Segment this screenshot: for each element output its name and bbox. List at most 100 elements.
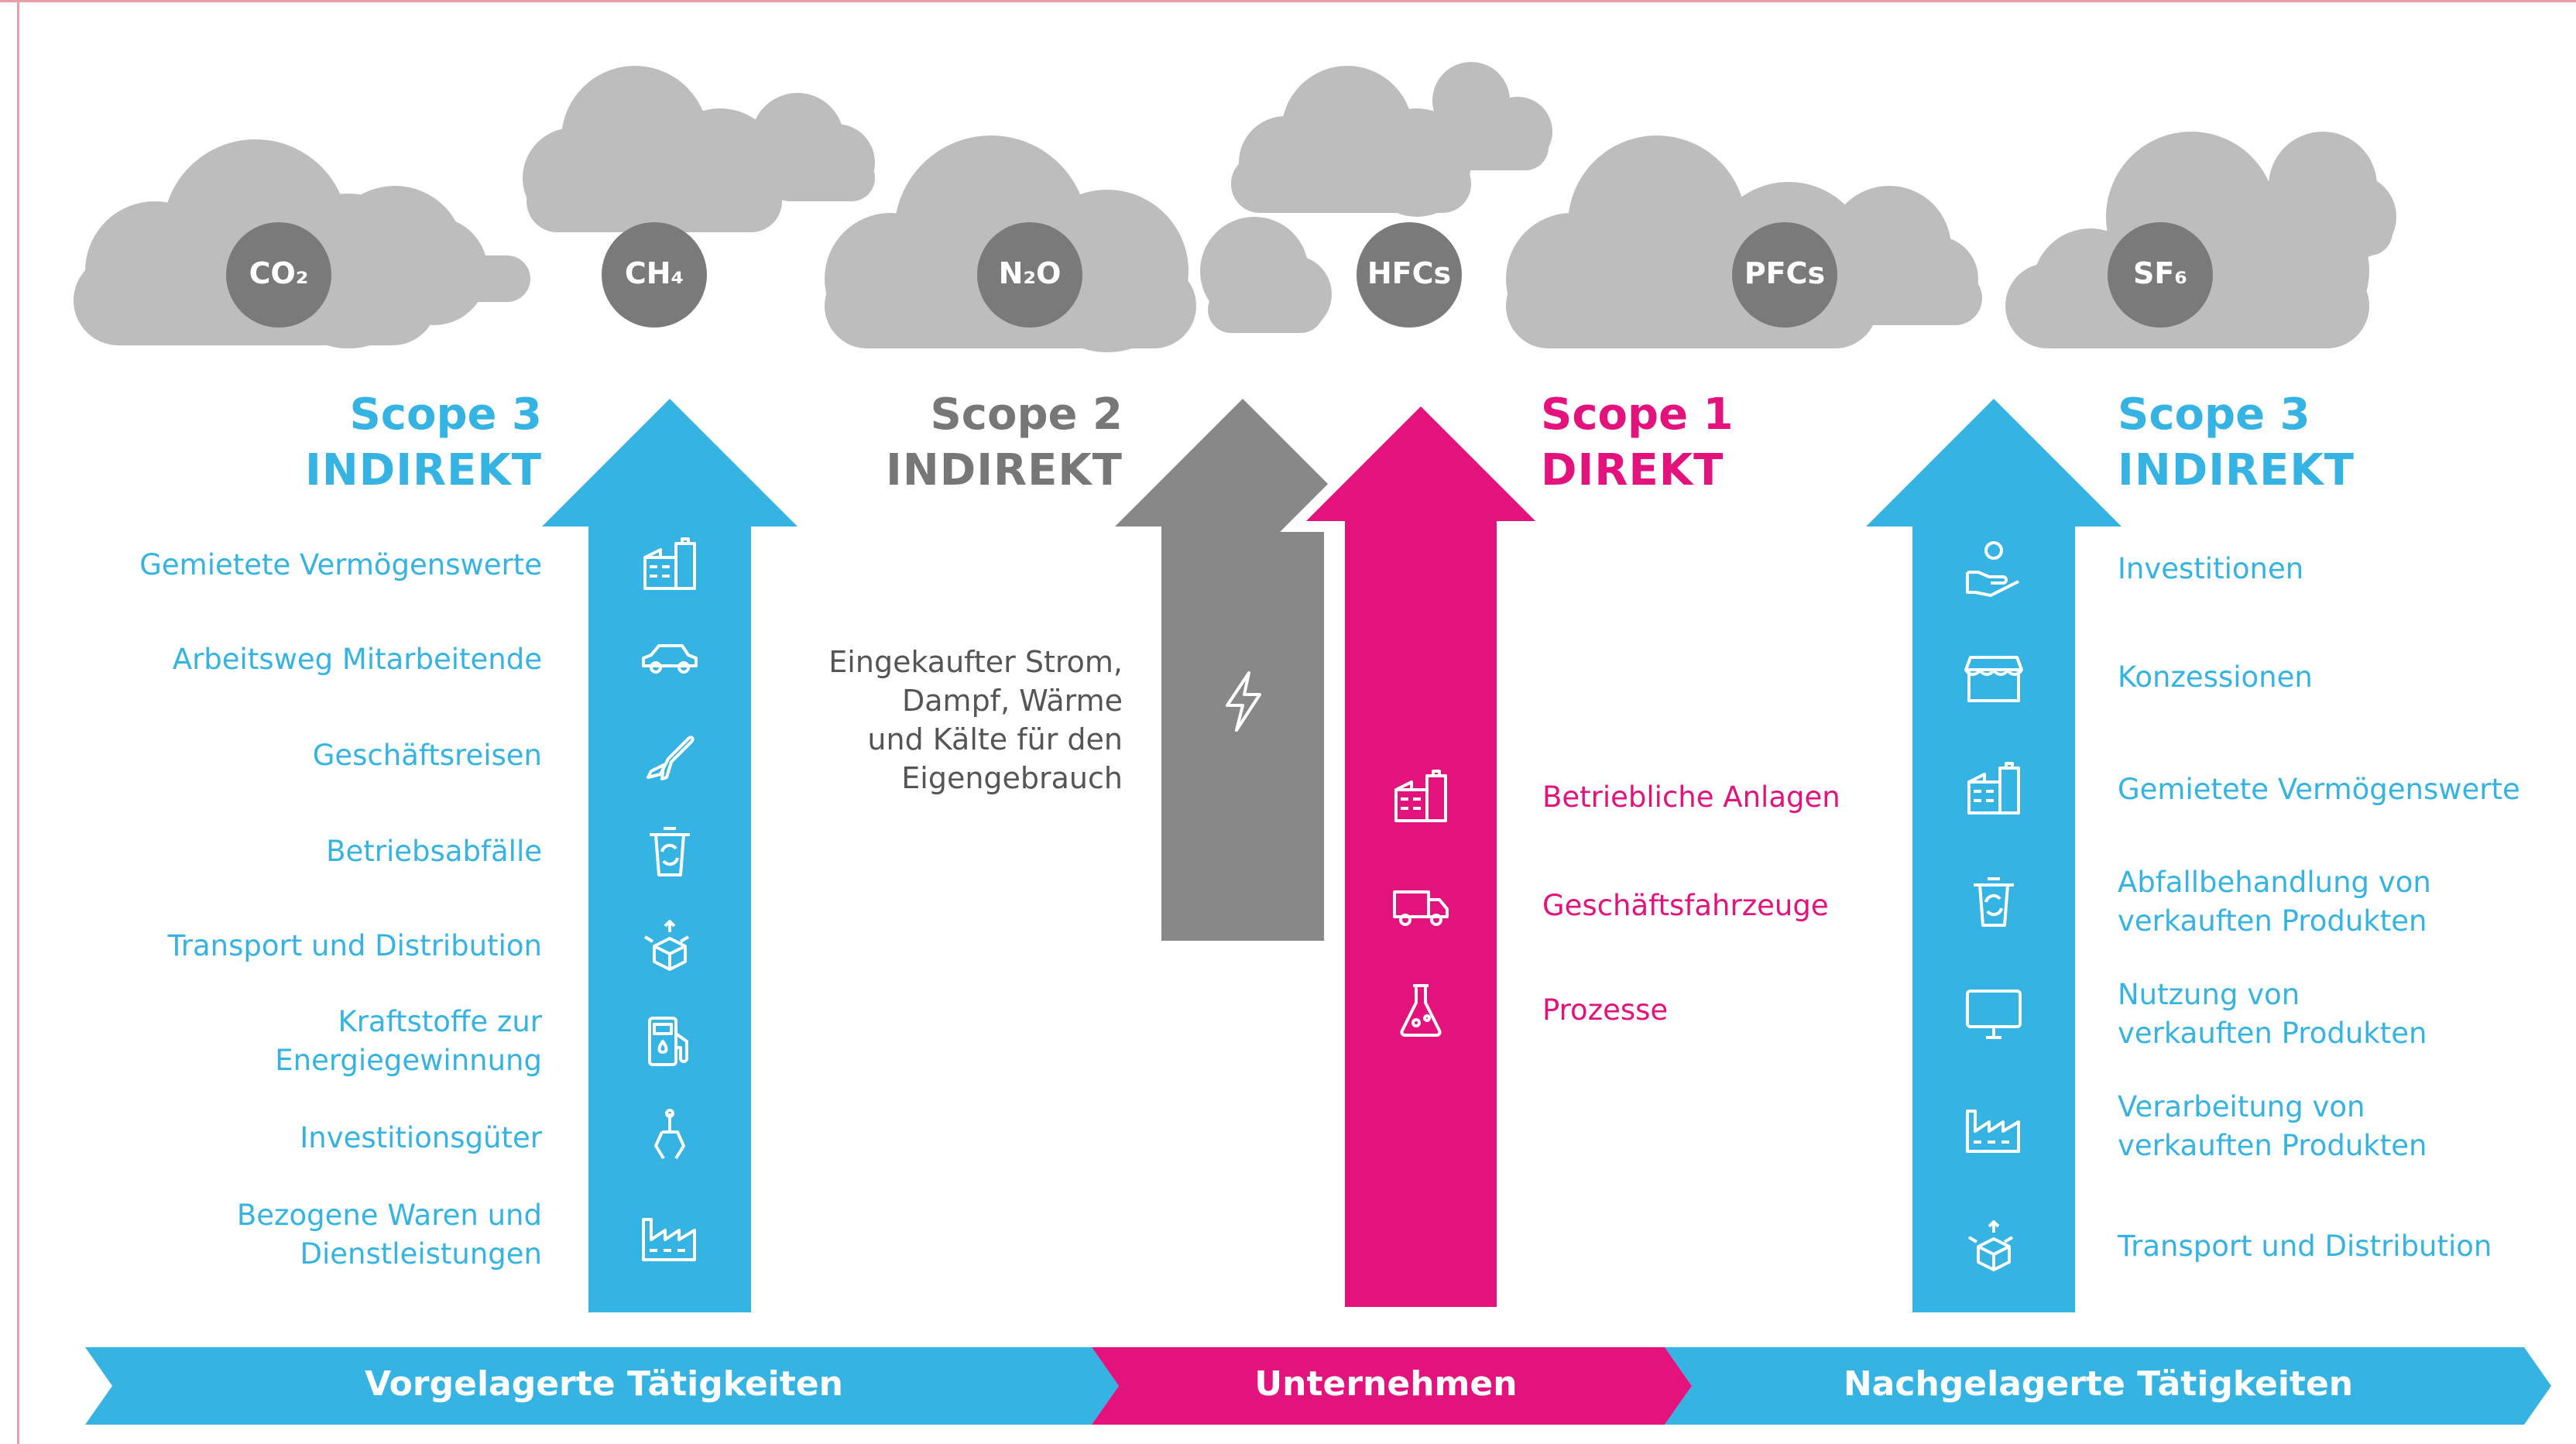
upstream-activity-line: Bezogene Waren und [236, 1199, 542, 1232]
upstream-activity-line: Betriebsabfälle [326, 835, 542, 868]
gas-circle [977, 222, 1082, 328]
scope1-activity-label: Geschäftsfahrzeuge [1542, 887, 1868, 925]
band-company-label: Unternehmen [1254, 1364, 1518, 1404]
downstream-activity-label: Gemietete Vermögenswerte [2118, 770, 2551, 809]
scope1-arrow [1280, 391, 1562, 1318]
scope2-description-line: Eigengebrauch [901, 761, 1123, 795]
clouds [74, 62, 2396, 352]
scope1-activity-line: Geschäftsfahrzeuge [1542, 889, 1829, 922]
gas-circle [602, 222, 707, 328]
scope3-downstream-subtitle: INDIREKT [2118, 445, 2355, 496]
icon-layer [642, 537, 2023, 1271]
building-icon [1967, 762, 2020, 815]
scope1-activity-label: Betriebliche Anlagen [1542, 778, 1868, 817]
airplane-icon [647, 736, 695, 780]
scope2-title: Scope 2 INDIREKT [844, 387, 1123, 499]
band-upstream [85, 1347, 1119, 1425]
scope1-activity-line: Prozesse [1542, 993, 1669, 1027]
scope2-subtitle: INDIREKT [886, 445, 1123, 496]
band-upstream-label: Vorgelagerte Tätigkeiten [365, 1364, 843, 1404]
downstream-activity-line: Gemietete Vermögenswerte [2118, 773, 2520, 806]
downstream-activity-line: Nutzung von [2118, 978, 2300, 1011]
upstream-activity-label: Geschäftsreisen [46, 736, 542, 775]
downstream-activity-line: Verarbeitung von [2118, 1090, 2365, 1123]
downstream-activity-line: verkauften Produkten [2118, 1017, 2427, 1050]
scope3-upstream-title-text: Scope 3 [349, 389, 542, 440]
upstream-activity-line: Gemietete Vermögenswerte [139, 548, 542, 581]
flask-icon [1400, 984, 1442, 1037]
scope2-description: Eingekaufter Strom, Dampf, Wärme und Käl… [774, 643, 1123, 797]
hand-coin-icon [1966, 541, 2019, 597]
downstream-activity-line: verkauften Produkten [2118, 1129, 2427, 1162]
gas-label: N₂O [998, 256, 1062, 290]
frame-left-line [17, 0, 19, 1444]
gas-circle [226, 222, 331, 328]
recycle-bin-icon [1974, 877, 2014, 927]
scope2-title-text: Scope 2 [930, 389, 1123, 440]
robot-arm-icon [654, 1109, 685, 1160]
band-downstream [1665, 1347, 2551, 1425]
gas-label: CO₂ [249, 256, 309, 290]
gas-circle [1732, 222, 1837, 328]
downstream-activity-line: Transport und Distribution [2118, 1230, 2492, 1263]
downstream-activity-line: verkauften Produkten [2118, 904, 2427, 938]
cloud-sf6 [2005, 132, 2396, 348]
downstream-activity-label: Transport und Distribution [2118, 1227, 2551, 1266]
building-icon [1394, 770, 1447, 822]
scope3-upstream-subtitle: INDIREKT [305, 445, 542, 496]
fuel-pump-icon [648, 1017, 688, 1066]
factory-icon [1966, 1110, 2020, 1153]
downstream-activity-label: Nutzung von verkauften Produkten [2118, 976, 2551, 1053]
gas-label: HFCs [1367, 256, 1452, 290]
scope2-description-line: und Kälte für den [867, 722, 1123, 756]
cloud-ch4 [523, 66, 875, 232]
upstream-activity-line: Arbeitsweg Mitarbeitende [172, 643, 542, 676]
gas-circle [2108, 222, 2213, 328]
upstream-activity-line: Kraftstoffe zur [338, 1005, 542, 1038]
scope3-downstream-title-text: Scope 3 [2118, 389, 2310, 440]
upstream-activity-label: Gemietete Vermögenswerte [46, 546, 542, 585]
scope3-upstream-arrow [542, 399, 797, 1312]
frame-top-line [0, 0, 2576, 2]
factory-icon [642, 1218, 696, 1261]
downstream-activity-line: Abfallbehandlung von [2118, 866, 2431, 899]
downstream-activity-label: Konzessionen [2118, 658, 2551, 697]
upstream-activity-line: Investitionsgüter [300, 1121, 542, 1154]
gas-label: PFCs [1744, 256, 1826, 290]
truck-icon [1393, 890, 1449, 926]
upstream-activity-line: Dienstleistungen [300, 1237, 542, 1271]
lightning-icon [1226, 671, 1261, 732]
upstream-activity-line: Energiegewinnung [275, 1044, 542, 1077]
distribution-box-icon [643, 920, 690, 971]
scope3-downstream-arrow [1866, 399, 2122, 1312]
scope3-upstream-title: Scope 3 INDIREKT [263, 387, 542, 499]
scope1-subtitle: DIREKT [1541, 445, 1724, 496]
scope2-description-line: Eingekaufter Strom, [828, 645, 1123, 679]
upstream-activity-label: Betriebsabfälle [46, 832, 542, 871]
scope3-downstream-title: Scope 3 INDIREKT [2118, 387, 2396, 499]
scope1-title: Scope 1 DIREKT [1541, 387, 1820, 499]
downstream-activity-label: Abfallbehandlung von verkauften Produkten [2118, 863, 2551, 941]
band-downstream-label: Nachgelagerte Tätigkeiten [1843, 1364, 2354, 1404]
gas-circles [226, 222, 2213, 328]
downstream-activity-line: Investitionen [2118, 552, 2304, 585]
upstream-activity-line: Geschäftsreisen [312, 739, 542, 772]
downstream-activity-label: Verarbeitung von verkauften Produkten [2118, 1088, 2551, 1165]
scope2-description-line: Dampf, Wärme [902, 684, 1123, 718]
storefront-icon [1964, 656, 2023, 702]
upstream-activity-label: Transport und Distribution [46, 927, 542, 966]
scope1-activity-label: Prozesse [1542, 991, 1868, 1030]
scope1-activity-line: Betriebliche Anlagen [1542, 780, 1840, 814]
scope1-title-text: Scope 1 [1541, 389, 1734, 440]
building-icon [643, 537, 696, 590]
upstream-activity-label: Investitionsgüter [46, 1119, 542, 1158]
recycle-bin-icon [650, 827, 690, 876]
monitor-icon [1966, 990, 2022, 1039]
cloud-hfcs [1231, 62, 1552, 217]
gas-label: SF₆ [2133, 256, 2187, 290]
car-icon [642, 644, 698, 674]
downstream-activity-line: Konzessionen [2118, 660, 2313, 694]
